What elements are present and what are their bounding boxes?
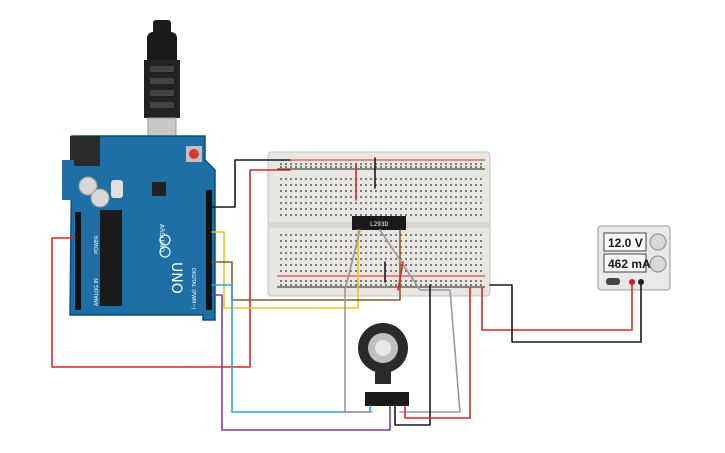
- wire-red-chip-pin: [397, 261, 404, 291]
- current-display: [603, 253, 647, 273]
- motor-icon[interactable]: [358, 323, 409, 406]
- l293d-chip[interactable]: L293D: [352, 216, 406, 230]
- wire-purple-pin5: [211, 294, 391, 431]
- power-switch[interactable]: [606, 278, 620, 285]
- voltage-display: [603, 232, 647, 252]
- current-knob-icon[interactable]: [649, 255, 667, 273]
- digital-header: [206, 190, 212, 310]
- power-label: POWER: [94, 235, 100, 254]
- usb-chip: [152, 182, 166, 196]
- motor-connector: [365, 392, 409, 406]
- uno-label: UNO: [168, 262, 184, 294]
- digital-label: DIGITAL (PWM~): [190, 268, 196, 310]
- wire-red-5v: [51, 169, 291, 368]
- wire-black-psu: [489, 284, 642, 343]
- reset-button[interactable]: [189, 149, 199, 159]
- voltage-value: 12.0 V: [608, 236, 643, 250]
- negative-terminal: [638, 279, 644, 285]
- wire-red-psu: [481, 284, 633, 331]
- wire-blue-pin6: [211, 284, 371, 413]
- breadboard-holes: [280, 163, 482, 286]
- chip-label: L293D: [370, 221, 388, 228]
- power-supply[interactable]: 12.0 V 462 mA: [597, 225, 671, 291]
- current-value: 462 mA: [608, 257, 651, 271]
- wire-red-motor: [404, 286, 471, 419]
- wire-black-gnd: [211, 159, 291, 208]
- wire-black-motor: [394, 284, 431, 426]
- voltage-knob-icon[interactable]: [649, 233, 667, 251]
- atmega-chip: [100, 210, 122, 306]
- wires: [51, 157, 642, 431]
- wire-gray-motor-b: [379, 229, 461, 413]
- arduino-logo: [159, 234, 171, 258]
- positive-terminal: [629, 279, 635, 285]
- brand-label: ARDUINO: [158, 224, 165, 253]
- analog-label: ANALOG IN: [94, 278, 100, 306]
- wire-yellow-pin11: [211, 229, 359, 309]
- wire-gray-motor-a: [344, 229, 373, 413]
- arduino-uno-board[interactable]: POWER ANALOG IN UNO ARDUINO DIGITAL (PWM…: [62, 135, 216, 321]
- power-jack: [70, 136, 100, 166]
